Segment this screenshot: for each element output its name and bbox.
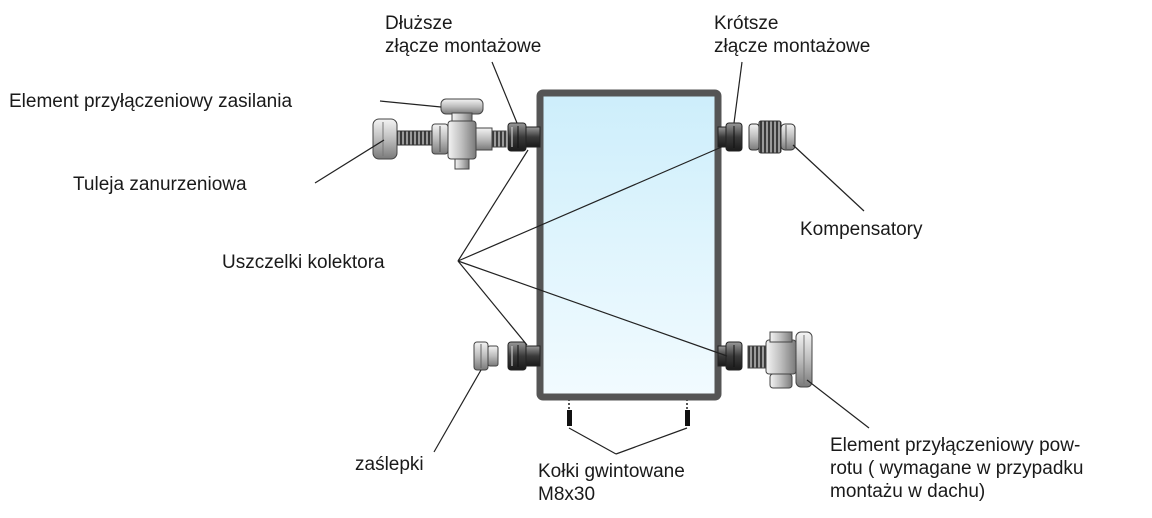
label-immersion-text: Tuleja zanurzeniowa [73, 174, 247, 195]
leader-end-caps [433, 369, 482, 453]
leader-compensators [792, 144, 865, 212]
compensator-fittings [748, 120, 796, 154]
leader-long-connector [491, 61, 518, 124]
leader-return-element [806, 379, 870, 429]
label-threaded-studs: Kołki gwintowane M8x30 [538, 460, 685, 506]
label-return-line2: rotu ( wymagane w przypadku [830, 458, 1084, 479]
label-compensators-text: Kompensatory [800, 219, 923, 240]
threaded-stud-right [685, 399, 690, 426]
leader-seal-2 [457, 260, 528, 346]
leader-short-connector [733, 61, 743, 124]
label-shorter-line1: Krótsze [714, 13, 779, 34]
label-studs-line1: Kołki gwintowane [538, 461, 685, 482]
leader-immersion-sleeve [314, 139, 385, 184]
leader-studs-right [615, 427, 688, 455]
end-cap [473, 341, 499, 371]
immersion-sleeve [372, 118, 433, 160]
leader-studs-left [568, 427, 617, 455]
label-collector-seals: Uszczelki kolektora [222, 251, 385, 274]
label-supply-text: Element przyłączeniowy zasilania [9, 91, 293, 112]
label-shorter-line2: złącze montażowe [714, 36, 871, 57]
label-return-line1: Element przyłączeniowy pow- [830, 435, 1081, 456]
collector-panel [536, 89, 722, 401]
threaded-stud-left [567, 399, 572, 426]
label-longer-line1: Dłuższe [385, 13, 453, 34]
label-seals-text: Uszczelki kolektora [222, 252, 385, 273]
label-compensators: Kompensatory [800, 218, 923, 241]
label-end-caps: zaślepki [355, 453, 424, 476]
leader-seal-3 [457, 145, 725, 262]
leader-supply-element [379, 100, 442, 108]
label-shorter-mounting-connector: Krótsze złącze montażowe [714, 12, 870, 58]
leader-seal-4 [457, 260, 728, 357]
label-return-line3: montażu w dachu) [830, 481, 986, 502]
supply-connection-element [431, 98, 507, 170]
leader-seal-1 [457, 149, 529, 262]
long-mounting-connector-bottom [507, 341, 541, 371]
label-studs-line2: M8x30 [538, 484, 596, 505]
label-return-connection-element: Element przyłączeniowy pow- rotu ( wymag… [830, 434, 1083, 503]
label-immersion-sleeve: Tuleja zanurzeniowa [73, 173, 247, 196]
label-supply-connection-element: Element przyłączeniowy zasilania [9, 90, 292, 113]
label-longer-line2: złącze montażowe [385, 36, 542, 57]
label-end-caps-text: zaślepki [355, 454, 424, 475]
label-longer-mounting-connector: Dłuższe złącze montażowe [385, 12, 541, 58]
long-mounting-connector-top [507, 122, 541, 152]
leader-lines [314, 61, 870, 455]
short-mounting-connector-bottom [717, 341, 743, 371]
return-connection-element [747, 331, 813, 389]
